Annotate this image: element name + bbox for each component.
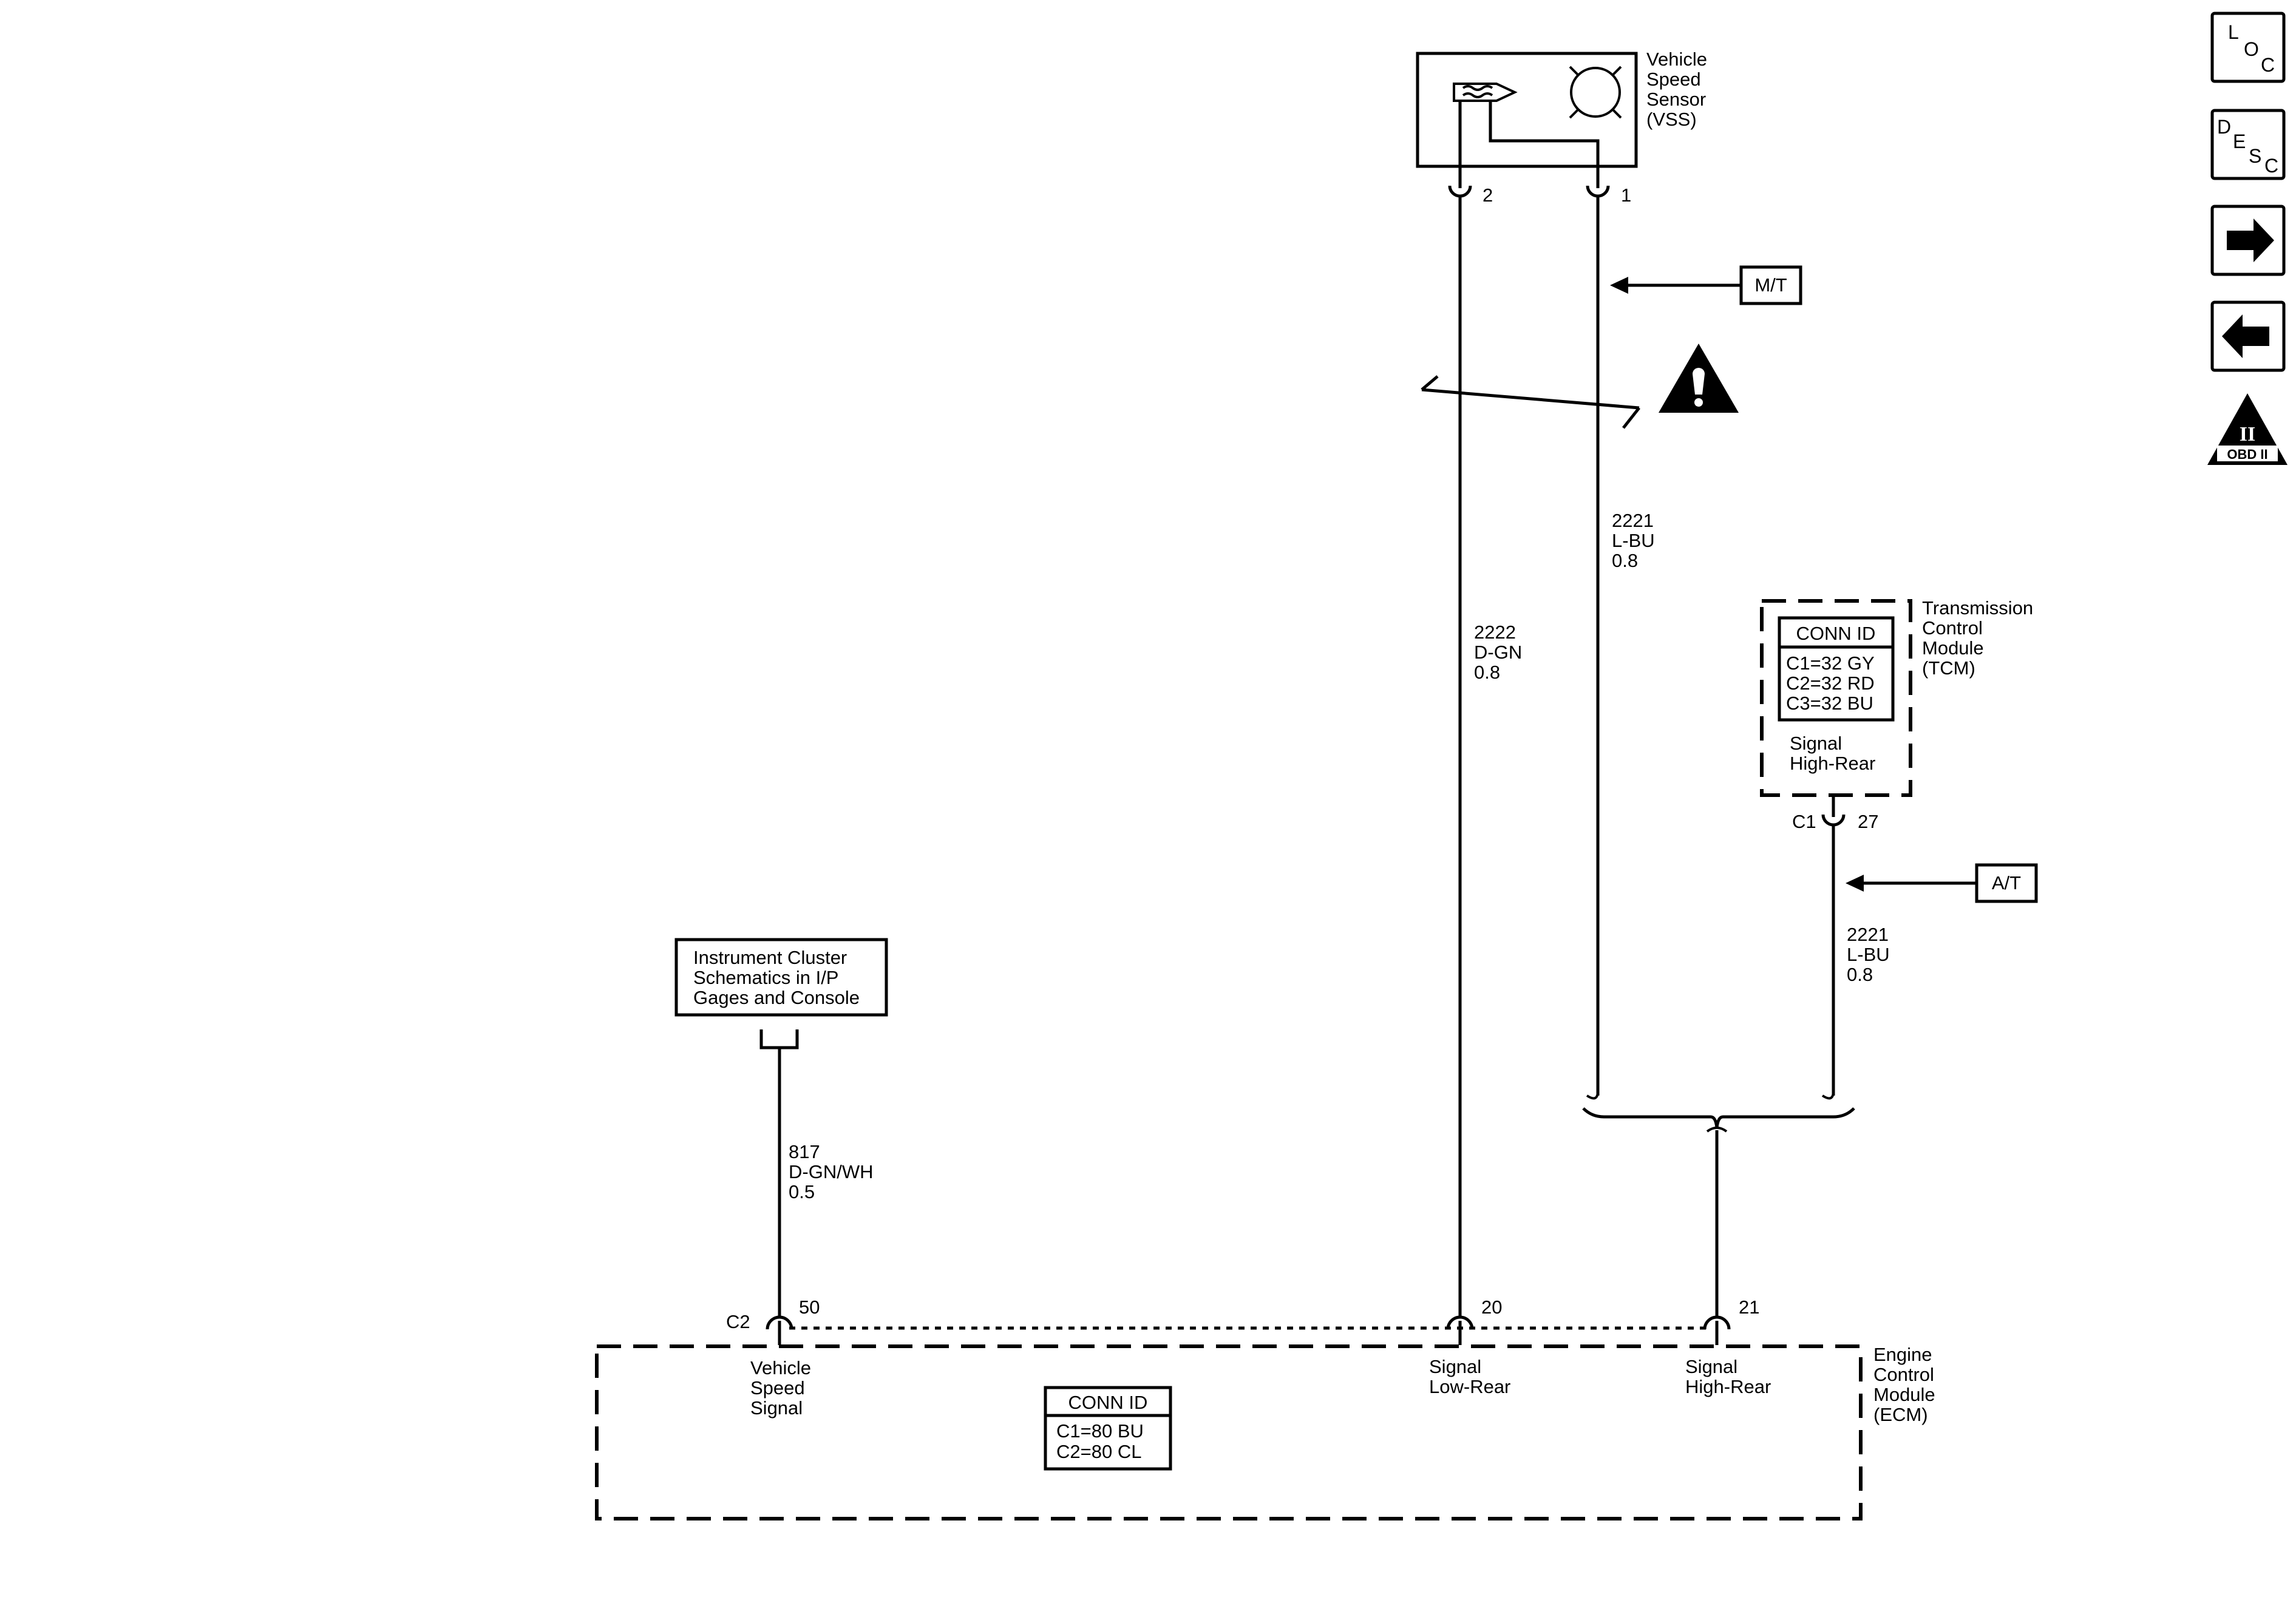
ic-connector-icon [759, 1029, 799, 1318]
tcm-conn-c2: C2=32 RD [1786, 673, 1875, 694]
tcm-label-3: Module [1922, 637, 1984, 659]
tcm-conn-c3: C3=32 BU [1786, 693, 1873, 714]
wire-2221-lower-circuit: 2221 [1847, 924, 1889, 945]
vss-label-4: (VSS) [1646, 109, 1697, 130]
vss-label-3: Sensor [1646, 89, 1706, 110]
wire-817-circuit: 817 [789, 1141, 820, 1162]
obd-roman: II [2240, 423, 2255, 446]
arrow-left-icon [1846, 875, 1864, 892]
ic-line-3: Gages and Console [693, 987, 860, 1008]
ecm-pin-20: 20 [1481, 1297, 1502, 1318]
ecm-pin-50-label-3: Signal [750, 1397, 803, 1419]
ic-line-2: Schematics in I/P [693, 967, 838, 988]
vss-body [1416, 52, 1638, 168]
ecm-terminal-50: C2 50 Vehicle Speed Signal [726, 1297, 820, 1419]
ecm-pin-20-label-1: Signal [1429, 1356, 1481, 1377]
wire-817-gauge: 0.5 [789, 1181, 815, 1202]
vss-reluctor-icon [1570, 67, 1621, 118]
next-page-button[interactable] [2210, 205, 2286, 276]
caution-icon [1659, 344, 1739, 413]
obd-ii-button[interactable]: II OBD II [2207, 393, 2288, 465]
ecm-pin-21: 21 [1739, 1297, 1759, 1318]
tcm-pin-27: 27 [1858, 811, 1878, 832]
ic-line-1: Instrument Cluster [693, 947, 847, 968]
ecm-terminal-20: 20 Signal Low-Rear [1429, 1297, 1510, 1397]
vehicle-speed-sensor: Vehicle Speed Sensor (VSS) [1416, 49, 1707, 168]
ecm-pin-50-label-2: Speed [750, 1377, 805, 1398]
ecm-label-3: Module [1873, 1384, 1935, 1405]
desc-letter-c: C [2264, 155, 2278, 177]
splice-brace [1582, 1090, 1855, 1317]
tcm-label-2: Control [1922, 617, 1983, 639]
vss-terminals: 2 1 [1448, 166, 1631, 206]
wire-2222-gauge: 0.8 [1474, 662, 1500, 683]
arrow-left-icon [1610, 277, 1628, 294]
ecm-label-4: (ECM) [1873, 1404, 1928, 1425]
vss-pickup-icon [1453, 83, 1518, 102]
wire-2221-upper-color: L-BU [1612, 530, 1655, 551]
ecm-pin-21-label-2: High-Rear [1685, 1376, 1771, 1397]
ecm-conn-c1: C1=80 BU [1056, 1420, 1144, 1442]
tcm-signal-2: High-Rear [1790, 753, 1875, 774]
instrument-cluster-ref[interactable]: Instrument Cluster Schematics in I/P Gag… [674, 938, 888, 1017]
wire-817-color: D-GN/WH [789, 1161, 873, 1182]
tcm-label-1: Transmission [1922, 597, 2033, 619]
wire-2221-upper-gauge: 0.8 [1612, 550, 1638, 571]
ecm-terminal-21: 21 Signal High-Rear [1685, 1297, 1771, 1397]
vss-pin-1: 1 [1621, 185, 1631, 206]
tcm-signal-1: Signal [1790, 733, 1842, 754]
obd-text: OBD II [2227, 447, 2267, 462]
wire-2221-lower-gauge: 0.8 [1847, 964, 1873, 985]
loc-letter-o: O [2244, 38, 2259, 60]
wire-2222-circuit: 2222 [1474, 622, 1516, 643]
ecm-label-2: Control [1873, 1364, 1934, 1385]
mt-callout: M/T [1610, 265, 1802, 305]
ecm-pin-20-label-2: Low-Rear [1429, 1376, 1510, 1397]
tcm-conn-c1: C1=32 GY [1786, 653, 1875, 674]
ecm-pin-50-label-1: Vehicle [750, 1357, 811, 1378]
arrow-right-icon [2227, 219, 2274, 262]
mt-tag: M/T [1754, 274, 1787, 296]
ecm-conn-c2: C2=80 CL [1056, 1441, 1141, 1462]
at-callout: A/T [1846, 863, 2038, 903]
desc-letter-s: S [2249, 145, 2261, 167]
wire-2222-color: D-GN [1474, 642, 1522, 663]
ecm-pin-50: 50 [799, 1297, 820, 1318]
arrow-left-icon [2222, 314, 2269, 358]
tcm-conn-title: CONN ID [1796, 623, 1876, 644]
loc-letter-c: C [2261, 54, 2275, 76]
tcm-module: CONN ID C1=32 GY C2=32 RD C3=32 BU Signa… [1760, 597, 2033, 797]
wire-2221-lower-color: L-BU [1847, 944, 1890, 965]
desc-button[interactable]: D E S C [2210, 109, 2286, 180]
wire-2221-upper-circuit: 2221 [1612, 510, 1654, 531]
vss-label-2: Speed [1646, 69, 1701, 90]
desc-letter-e: E [2233, 131, 2246, 152]
vss-label-1: Vehicle [1646, 49, 1707, 70]
ecm-module: Engine Control Module (ECM) CONN ID C1=8… [595, 1326, 1935, 1520]
previous-page-button[interactable] [2210, 300, 2286, 372]
desc-letter-d: D [2217, 116, 2231, 138]
ecm-pin-21-label-1: Signal [1685, 1356, 1737, 1377]
vss-pin-2: 2 [1483, 185, 1493, 206]
at-tag: A/T [1992, 872, 2021, 893]
ecm-label-1: Engine [1873, 1344, 1932, 1365]
twisted-pair-symbol [1421, 375, 1640, 429]
loc-button[interactable]: L O C [2210, 12, 2286, 83]
tcm-terminal: C1 27 [1792, 795, 1878, 832]
tcm-connector: C1 [1792, 811, 1816, 832]
loc-letter-l: L [2228, 21, 2239, 43]
ecm-connector-c2: C2 [726, 1311, 750, 1332]
ecm-conn-title: CONN ID [1068, 1392, 1148, 1413]
vss-wave-icon [1462, 85, 1493, 98]
tcm-label-4: (TCM) [1922, 657, 1975, 679]
